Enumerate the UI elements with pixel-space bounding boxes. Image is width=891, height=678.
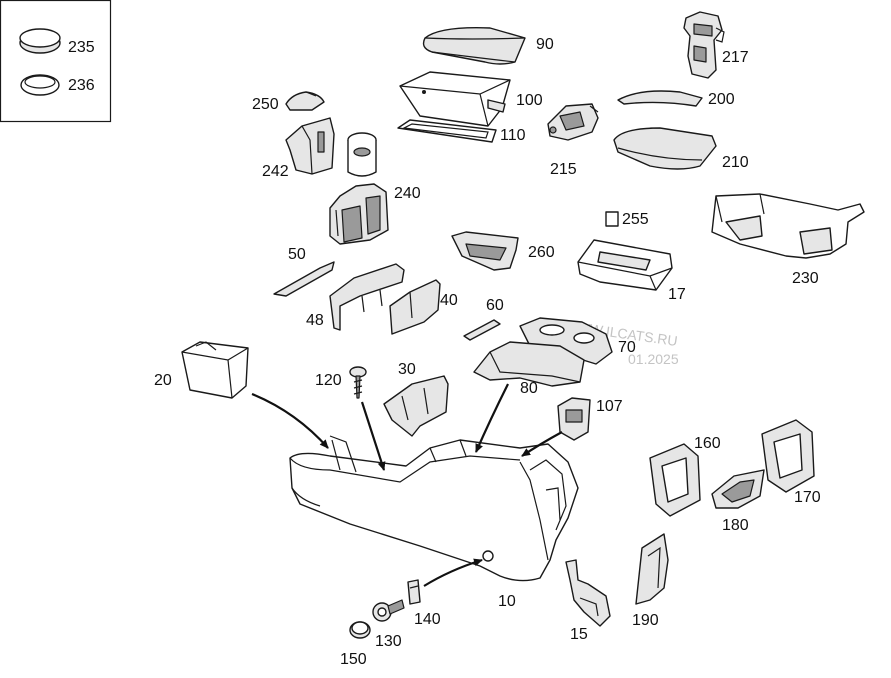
part-label-15: 15 — [570, 626, 588, 643]
part-label-200: 200 — [708, 91, 735, 108]
part-label-107: 107 — [596, 398, 623, 415]
part-label-50: 50 — [288, 246, 306, 263]
part-15-latch — [565, 559, 611, 627]
part-label-260: 260 — [528, 244, 555, 261]
part-170-vent-frame — [761, 419, 815, 493]
part-210-armrest-cushion — [613, 127, 717, 170]
cap-236-icon — [20, 74, 60, 96]
part-40-insert — [389, 279, 441, 335]
part-label-190: 190 — [632, 612, 659, 629]
watermark-line-2: 01.2025 — [628, 351, 679, 367]
part-130-bolt — [372, 599, 405, 622]
part-217-bracket — [683, 11, 725, 79]
part-label-130: 130 — [375, 633, 402, 650]
part-label-20: 20 — [154, 372, 172, 389]
part-label-10: 10 — [498, 593, 516, 610]
part-label-150: 150 — [340, 651, 367, 668]
part-48-bracket — [329, 263, 405, 331]
part-label-80: 80 — [520, 380, 538, 397]
part-30-mount-bracket — [383, 375, 449, 437]
part-label-100: 100 — [516, 92, 543, 109]
part-label-180: 180 — [722, 517, 749, 534]
part-label-230: 230 — [792, 270, 819, 287]
part-242-cup-holder-shell — [285, 117, 335, 175]
part-107-bracket — [557, 397, 591, 441]
part-label-90: 90 — [536, 36, 554, 53]
part-50-trim-strip — [273, 261, 335, 297]
part-200-trim-strip — [617, 90, 703, 107]
part-10-center-console — [289, 435, 579, 582]
part-17-storage-box — [577, 239, 673, 291]
part-label-240: 240 — [394, 185, 421, 202]
part-label-160: 160 — [694, 435, 721, 452]
part-label-236: 236 — [68, 77, 95, 94]
part-20-box — [181, 341, 249, 399]
part-label-140: 140 — [414, 611, 441, 628]
part-label-60: 60 — [486, 297, 504, 314]
part-190-side-panel — [635, 533, 669, 605]
part-60-trim-strip — [463, 319, 501, 341]
part-110-seal — [397, 119, 497, 143]
part-250-cover — [285, 91, 325, 111]
part-label-250: 250 — [252, 96, 279, 113]
assembly-arrows — [251, 383, 563, 587]
part-label-210: 210 — [722, 154, 749, 171]
part-90-lid — [422, 27, 526, 65]
part-label-48: 48 — [306, 312, 324, 329]
part-label-40: 40 — [440, 292, 458, 309]
part-180-vent-insert — [711, 469, 765, 509]
part-label-120: 120 — [315, 372, 342, 389]
part-label-235: 235 — [68, 39, 95, 56]
legend-box: 235 236 — [0, 0, 112, 123]
part-215-latch-assembly — [547, 103, 599, 141]
part-120-screw — [349, 366, 367, 399]
cap-235-icon — [19, 28, 61, 54]
part-label-30: 30 — [398, 361, 416, 378]
part-label-170: 170 — [794, 489, 821, 506]
part-80-console-cover — [473, 341, 585, 387]
part-240-cup-holder-assembly — [329, 132, 389, 245]
part-label-242: 242 — [262, 163, 289, 180]
part-label-17: 17 — [668, 286, 686, 303]
part-70-cup-tray — [519, 317, 613, 365]
part-label-215: 215 — [550, 161, 577, 178]
part-label-217: 217 — [722, 49, 749, 66]
part-255-clip — [605, 211, 619, 227]
part-label-110: 110 — [500, 127, 526, 144]
part-label-255: 255 — [622, 211, 649, 228]
part-140-clip — [407, 579, 421, 605]
part-260-tray — [451, 231, 519, 271]
part-230-rear-frame — [711, 193, 865, 259]
part-160-vent-frame — [649, 443, 701, 517]
part-100-storage-tray — [399, 71, 511, 127]
part-label-70: 70 — [618, 339, 636, 356]
part-150-cap — [349, 621, 371, 639]
